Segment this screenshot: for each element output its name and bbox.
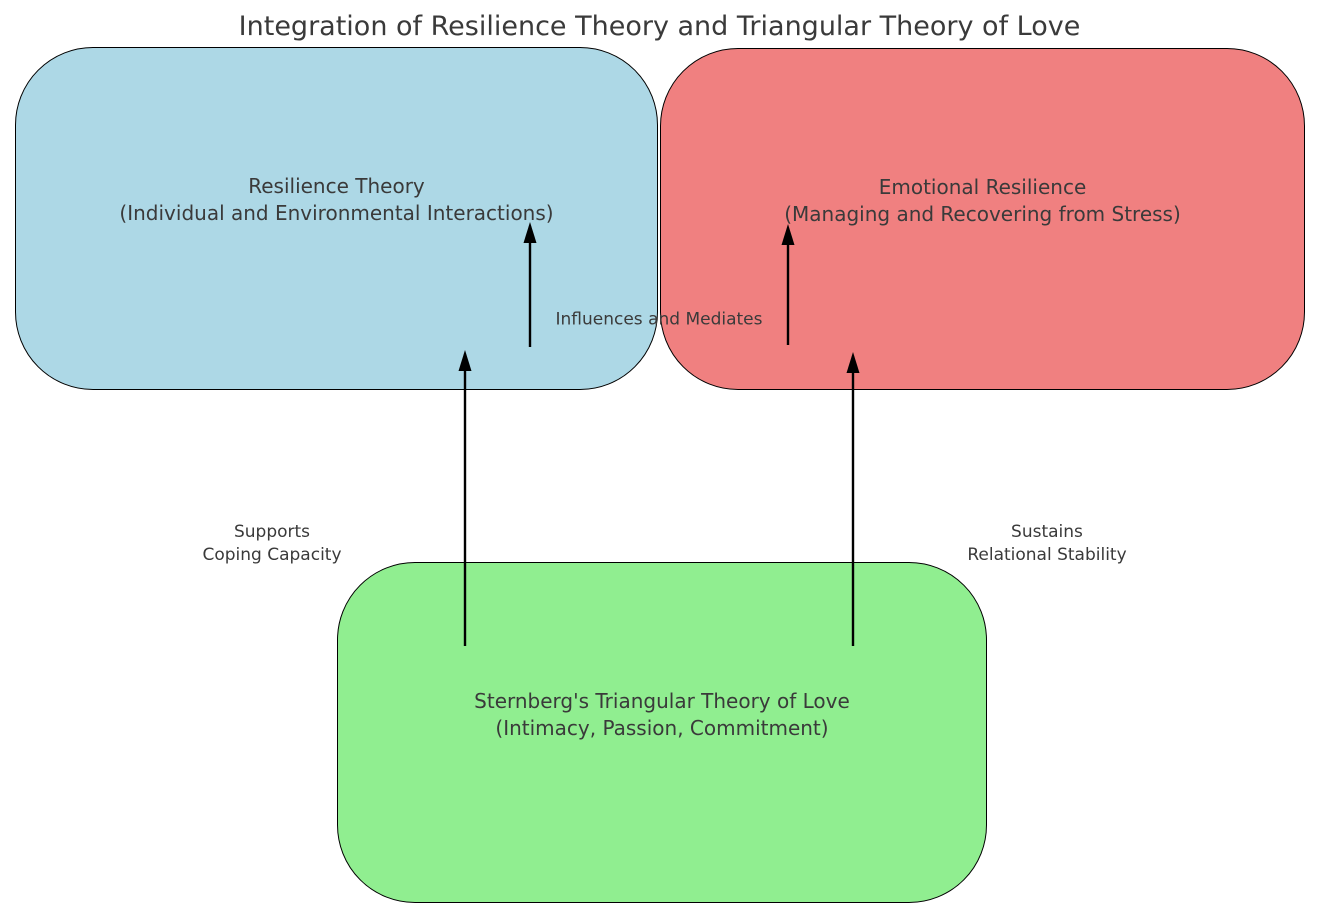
diagram-title: Integration of Resilience Theory and Tri… xyxy=(238,11,1081,42)
node-resilience-theory: Resilience Theory (Individual and Enviro… xyxy=(15,47,658,390)
edge-label-influences-and-mediates: Influences and Mediates xyxy=(555,309,763,330)
node-sternberg-love-theory: Sternberg's Triangular Theory of Love (I… xyxy=(337,562,987,903)
edge-label-sustains-relational-stability: Sustains Relational Stability xyxy=(967,522,1127,565)
node-emotional-resilience: Emotional Resilience (Managing and Recov… xyxy=(660,48,1305,390)
node-emotional-resilience-label: Emotional Resilience (Managing and Recov… xyxy=(784,175,1181,226)
node-resilience-theory-label: Resilience Theory (Individual and Enviro… xyxy=(119,174,554,225)
node-sternberg-love-theory-label: Sternberg's Triangular Theory of Love (I… xyxy=(474,689,850,740)
edge-label-supports-coping-capacity: Supports Coping Capacity xyxy=(202,522,342,565)
